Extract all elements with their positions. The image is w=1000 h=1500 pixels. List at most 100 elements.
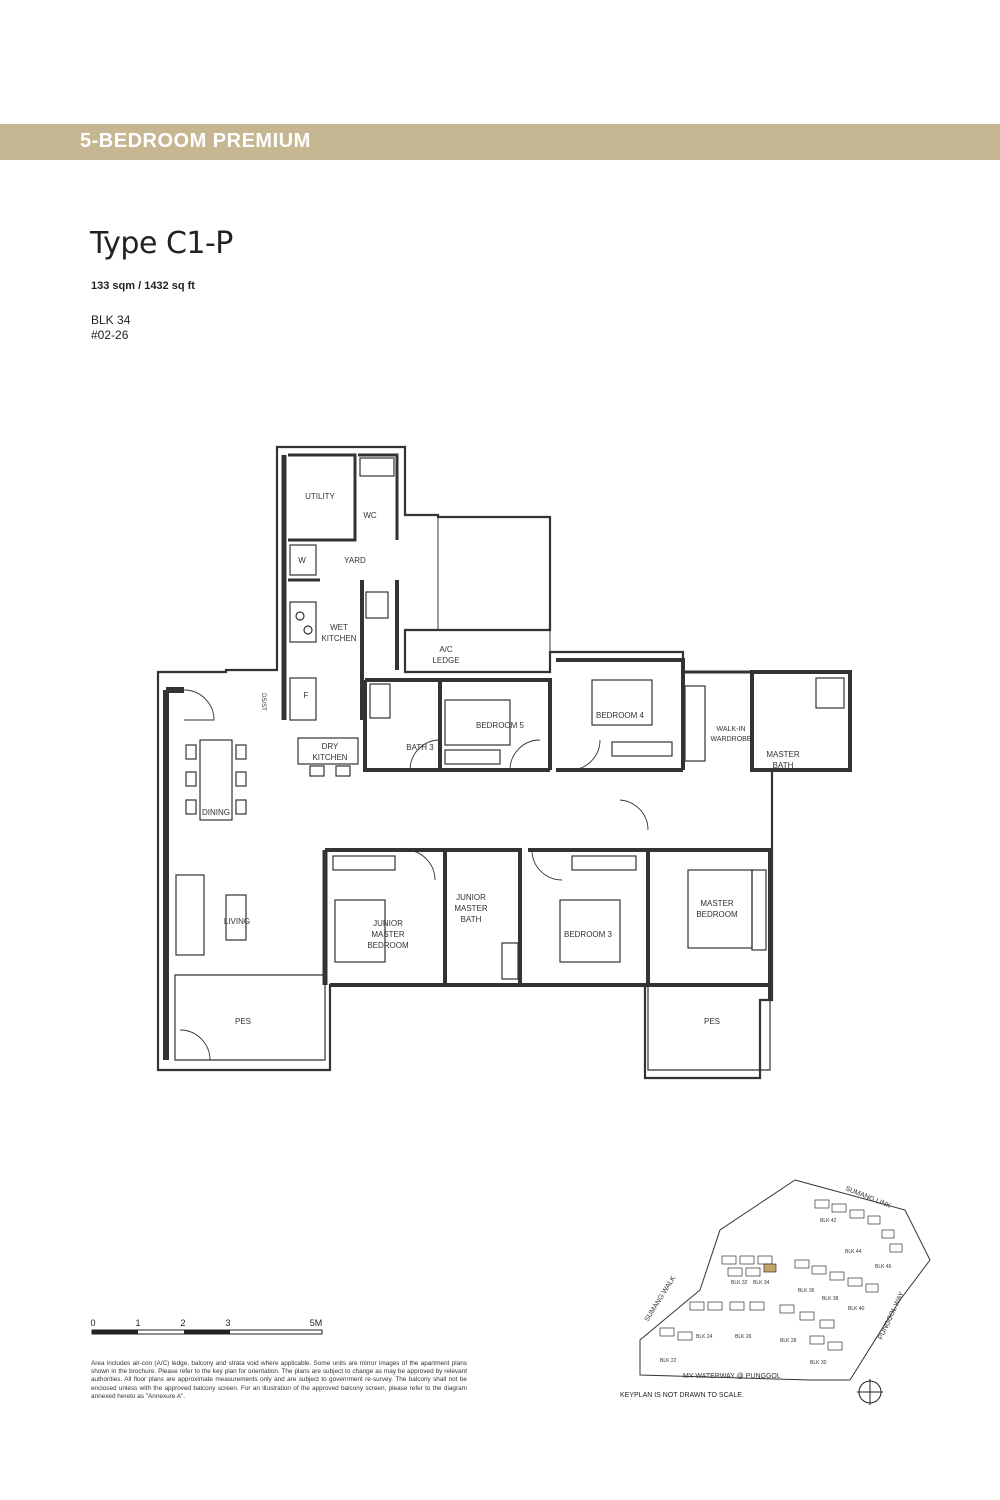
room-utility: UTILITY [305,492,335,501]
room-yard: YARD [344,556,366,565]
sink-wet [365,591,389,619]
bed5-bed [444,699,511,746]
room-jm-bath-2: MASTER [454,904,488,913]
keyplan-blk-42: BLK 42 [820,1218,837,1224]
door-bed3 [531,849,563,881]
walkin-rack [684,685,706,762]
jm-bed [334,899,386,963]
wall-jmbath [445,848,522,985]
room-dshelf: DS/ST [260,693,266,711]
wardrobe-jm [332,855,396,871]
room-masterbath-1: MASTER [766,750,800,759]
road-my-waterway: MY WATERWAY @ PUNGGOL [683,1373,781,1380]
unit-number: #02-26 [91,328,129,342]
keyplan-note: KEYPLAN IS NOT DRAWN TO SCALE. [620,1392,744,1399]
shower-masterbath [815,677,845,709]
banner-title: 5-BEDROOM PREMIUM [80,130,311,152]
coffee-table [225,894,247,941]
keyplan-blk-34: BLK 34 [753,1280,770,1286]
fridge [289,677,317,721]
door-bed5 [509,739,541,771]
room-dry-kitchen-2: KITCHEN [312,753,347,762]
room-wet-kitchen-1: WET [330,623,348,632]
dry-kitchen-counter [297,737,359,765]
room-master-bedroom-1: MASTER [700,899,734,908]
room-living: LIVING [224,917,250,926]
keyplan-blk-44: BLK 44 [845,1249,862,1255]
wall-bed5 [440,678,552,770]
room-jm-bath-1: JUNIOR [456,893,486,902]
scale-bar: 0 1 2 3 5M [90,1318,323,1335]
wall-masterbath [750,670,852,772]
pes-left-outline [174,974,326,1061]
room-bedroom3: BEDROOM 3 [564,930,613,939]
unit-type-title: Type C1-P [90,226,233,261]
road-sumang-link: SUMANG LINK [844,1185,892,1210]
bed4-bed [591,679,653,726]
dining-table [199,739,233,821]
road-sumang-walk: SUMANG WALK [644,1275,678,1323]
room-walkin-2: WARDROBE [711,736,752,743]
unit-area: 133 sqm / 1432 sq ft [91,280,195,292]
scale-label-2: 2 [180,1318,185,1328]
road-punggol-way: PUNGGOL WAY [877,1291,905,1341]
room-w: W [298,556,306,565]
keyplan-blk-40: BLK 40 [848,1306,865,1312]
keyplan-blk-22: BLK 22 [660,1358,677,1364]
block-number: BLK 34 [91,313,131,327]
wall-utility [288,453,357,542]
room-bedroom5: BEDROOM 5 [476,721,525,730]
wardrobe-bed4 [611,741,673,757]
room-jm-bath-3: BATH [461,915,482,924]
washer [289,544,317,576]
room-pes-right: PES [704,1017,720,1026]
door-bath3 [409,739,441,771]
room-fridge: F [304,691,309,700]
room-wc: WC [363,511,377,520]
room-masterbath-2: BATH [773,761,794,770]
scale-label-5m: 5M [310,1318,323,1328]
pes-right-outline [647,984,771,1071]
room-master-bedroom-2: BEDROOM [696,910,738,919]
disclaimer-text: Area includes air-con (A/C) ledge, balco… [91,1360,467,1400]
scale-label-0: 0 [90,1318,95,1328]
header-banner: 5-BEDROOM PREMIUM [0,124,1000,160]
keyplan-blk-24: BLK 24 [696,1334,713,1340]
door-jmbed [404,849,436,881]
wall-bed4 [556,658,685,770]
room-walkin-1: WALK-IN [717,726,746,733]
room-dry-kitchen-1: DRY [322,742,339,751]
keyplan-blk-36: BLK 36 [798,1288,815,1294]
room-ac-ledge-1: A/C [439,645,453,654]
scale-label-1: 1 [135,1318,140,1328]
door-main [183,689,215,721]
wardrobe-bed3 [571,855,637,871]
bed3-bed [559,899,621,963]
keyplan-blk-28: BLK 28 [780,1338,797,1344]
room-jm-bedroom-1: JUNIOR [373,919,403,928]
wall-master [648,848,772,1000]
keyplan-blk-32: BLK 32 [731,1280,748,1286]
wall-wc [358,453,399,540]
wardrobe-bed5 [444,749,501,765]
room-pes-left: PES [235,1017,251,1026]
north-arrow-icon [857,1379,883,1405]
room-bedroom4: BEDROOM 4 [596,711,645,720]
shower-bath3 [369,683,391,719]
sofa [175,874,205,956]
keyplan-blk-26: BLK 26 [735,1334,752,1340]
ac-ledge-outline [405,514,551,672]
room-bath3: BATH 3 [406,743,434,752]
room-jm-bedroom-2: MASTER [371,930,405,939]
unit-block-info: BLK 34 #02-26 [91,313,130,343]
room-dining: DINING [202,808,230,817]
shower-wc [359,457,395,477]
master-bed [687,869,753,949]
room-ac-ledge-2: LEDGE [432,656,459,665]
room-wet-kitchen-2: KITCHEN [321,634,356,643]
door-pes [179,1029,211,1061]
door-bed4 [569,739,601,771]
door-corridor [619,799,649,831]
room-jm-bedroom-3: BEDROOM [367,941,409,950]
wall-bath3 [363,678,442,772]
